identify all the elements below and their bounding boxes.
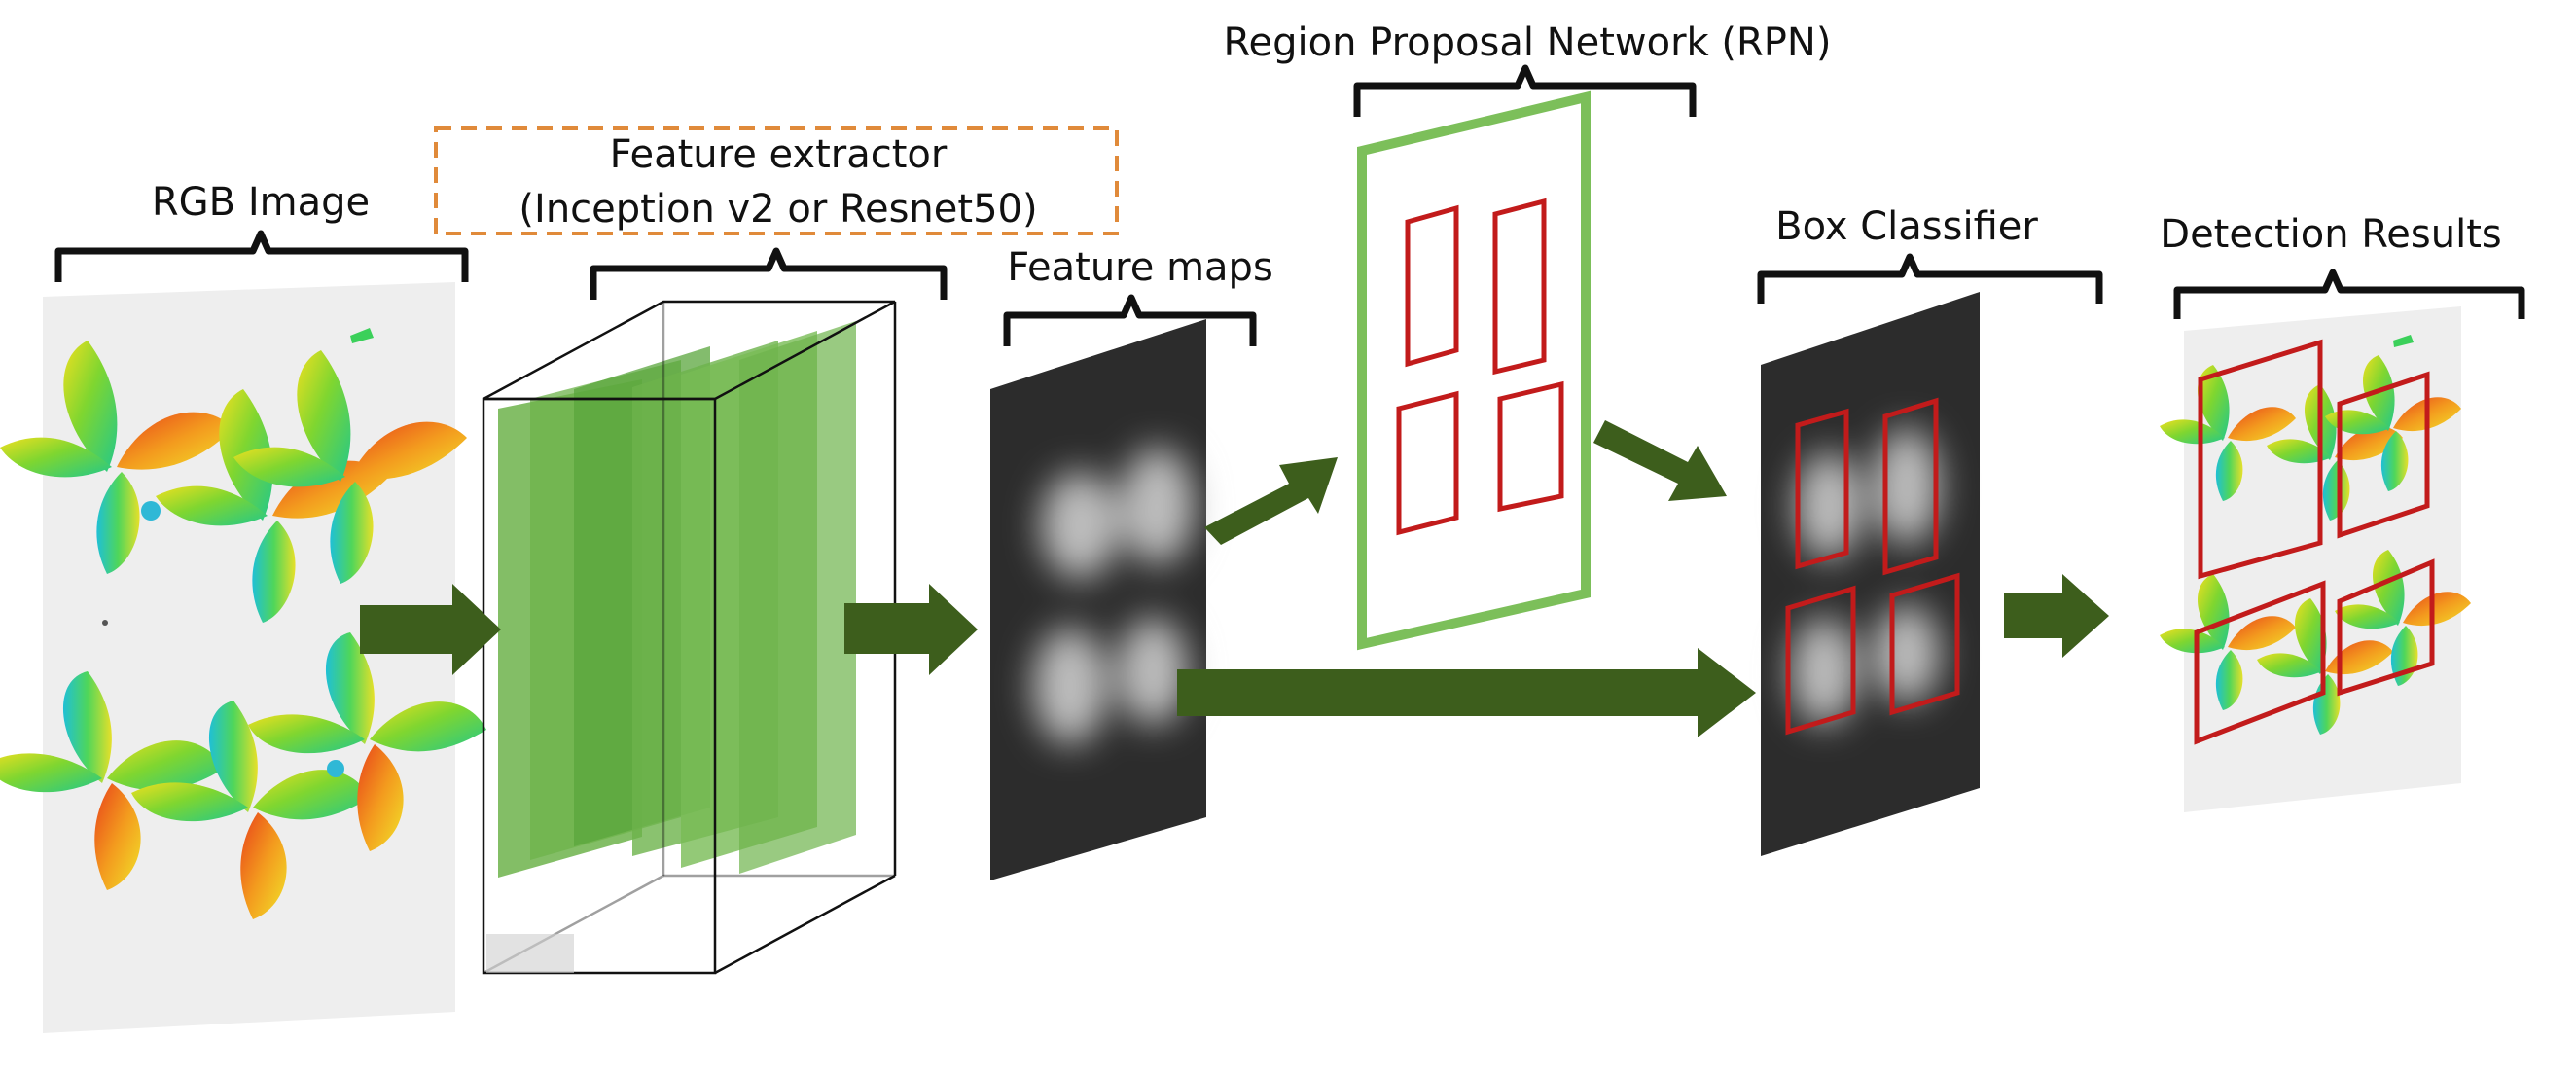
rgb-image-panel [0, 282, 486, 1033]
box-classifier-panel [1761, 292, 1980, 856]
rgb-image-bracket [54, 230, 469, 282]
feature-extractor-sublabel: (Inception v2 or Resnet50) [519, 187, 1037, 232]
feature-extractor-block [482, 300, 897, 975]
rpn-proposal-box [1396, 390, 1459, 536]
detection-box [2198, 339, 2323, 580]
detection-box [2194, 580, 2326, 745]
feature-extractor-bracket [590, 247, 948, 300]
detection-box [2337, 558, 2435, 697]
rpn-proposal-box [1405, 204, 1459, 368]
rpn-proposal-box [1497, 380, 1564, 513]
feature-extractor-dashed-box [434, 126, 1119, 235]
classifier-box [1795, 408, 1849, 570]
classifier-box [1785, 585, 1856, 736]
arrow-to-feature-extractor [360, 584, 501, 675]
arrow-to-detection-results [2004, 574, 2109, 658]
arrow-rpn-to-classifier [1593, 420, 1727, 501]
feature-extractor-label: Feature extractor [610, 132, 948, 177]
classifier-box [1889, 572, 1960, 716]
feature-maps-bracket [1003, 294, 1257, 346]
rpn-bracket [1353, 64, 1697, 117]
feature-maps-panel [990, 319, 1206, 880]
feature-maps-label: Feature maps [1007, 245, 1273, 290]
flow-arrows [360, 420, 2109, 737]
arrow-maps-to-classifier [1177, 648, 1756, 737]
detection-results-bracket [2173, 269, 2525, 319]
classifier-box [1882, 397, 1939, 576]
arrow-to-rpn [1204, 457, 1338, 545]
rgb-image-label: RGB Image [152, 180, 370, 225]
arrow-to-feature-maps [844, 584, 978, 675]
detection-results-panel [2160, 306, 2471, 812]
rpn-label: Region Proposal Network (RPN) [1224, 20, 1832, 65]
detection-box [2337, 371, 2430, 539]
rpn-panel [1357, 90, 1591, 651]
box-classifier-bracket [1757, 253, 2103, 304]
detection-results-label: Detection Results [2160, 212, 2501, 257]
rpn-proposal-box [1492, 198, 1547, 376]
box-classifier-label: Box Classifier [1775, 204, 2038, 249]
